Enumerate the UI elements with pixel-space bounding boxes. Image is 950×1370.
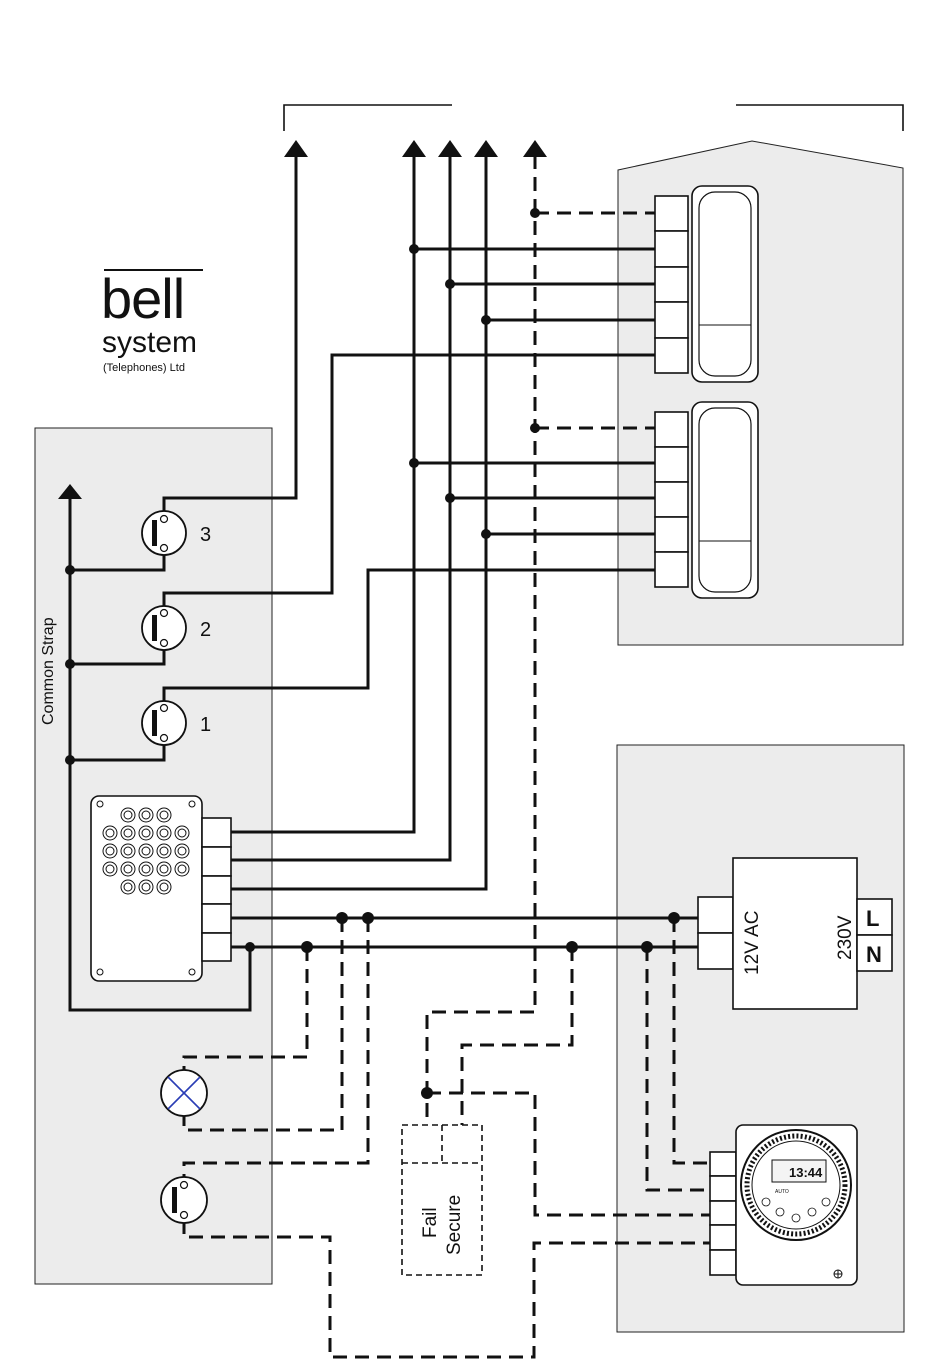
lock-label-line2: Secure [444,1195,465,1255]
fail-secure-lock: Fail Secure [402,1125,482,1275]
handset-2 [655,402,758,598]
timer-display-time: 13:44 [789,1165,823,1180]
logo-line1: bell [101,267,184,330]
exit-button-icon [161,1177,207,1223]
logo-line2: system [102,326,197,359]
timer-mode-label: AUTO [775,1189,789,1195]
top-bracket [284,105,903,131]
logo-line3: (Telephones) Ltd [103,362,185,374]
button-label-1: 1 [200,714,211,736]
transformer-secondary-label: 12V AC [742,911,763,975]
bell-system-logo: bell system (Telephones) Ltd [101,267,203,374]
lock-label-line1: Fail [420,1207,441,1238]
button-label-2: 2 [200,619,211,641]
speaker-unit [91,796,231,981]
handset-1 [655,186,758,382]
transformer-primary-label: 230V [835,915,856,960]
lamp-icon [161,1070,207,1116]
terminal-n-label: N [866,942,882,967]
button-label-3: 3 [200,524,211,546]
terminal-l-label: L [866,906,879,931]
common-strap-label: Common Strap [40,617,57,725]
